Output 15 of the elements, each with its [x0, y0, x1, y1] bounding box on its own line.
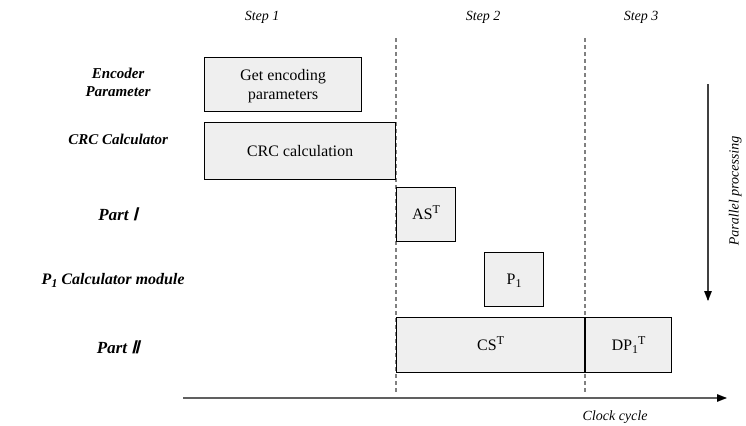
- label-text: Step 3: [622, 8, 660, 26]
- label-text: P$_{1}$ Calculator module: [40, 270, 186, 292]
- process-box: CRC calculation: [204, 122, 396, 180]
- label-text: Step 2: [464, 8, 502, 26]
- process-box: Get encoding parameters: [204, 57, 362, 112]
- label-text: CRC Calculator: [67, 131, 169, 149]
- process-box: CS$^{T}$: [396, 317, 585, 373]
- label-text: Step 1: [244, 8, 280, 26]
- label-text: Part Ⅰ: [97, 204, 140, 226]
- label-text: Clock cycle: [582, 408, 648, 426]
- axis-label: Parallel processing: [726, 134, 744, 248]
- process-box: P$_{1}$: [484, 252, 544, 307]
- label-text: Part Ⅱ: [96, 337, 142, 359]
- process-box: AS$^{T}$: [396, 187, 456, 242]
- label-text: Encoder Parameter: [84, 65, 152, 101]
